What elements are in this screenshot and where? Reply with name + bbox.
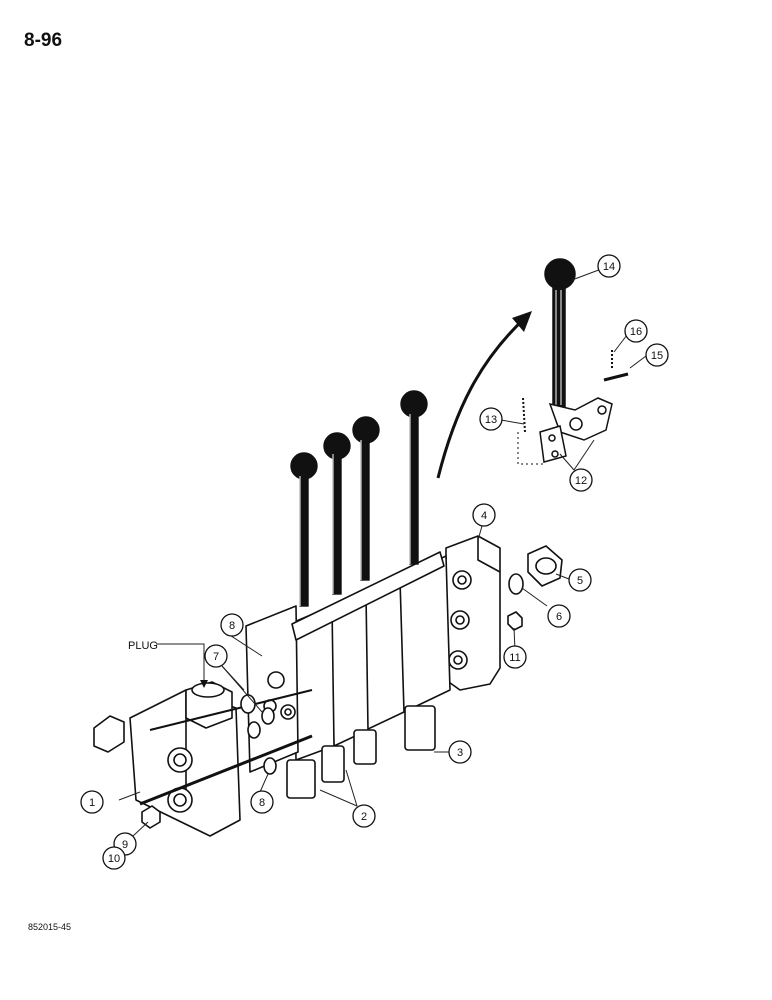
svg-text:3: 3 xyxy=(457,747,463,759)
callout-1: 1 xyxy=(80,790,104,814)
detail-link xyxy=(539,425,567,463)
fitting-o-ring xyxy=(508,573,524,595)
o-ring xyxy=(263,757,277,775)
svg-text:8: 8 xyxy=(229,620,235,632)
plug-label: PLUG xyxy=(128,640,158,652)
svg-text:10: 10 xyxy=(108,853,120,865)
spool-cap-1 xyxy=(286,759,316,799)
lever-1 xyxy=(290,452,318,607)
page-number: 8-96 xyxy=(24,30,63,51)
svg-text:6: 6 xyxy=(556,611,562,623)
callout-7: 7 xyxy=(204,644,228,668)
o-ring xyxy=(240,694,256,714)
lever-detail xyxy=(517,258,629,465)
spool-cap-3 xyxy=(353,729,377,765)
detail-lever-knob xyxy=(544,258,576,290)
callout-13: 13 xyxy=(479,407,503,431)
detail-arrow xyxy=(436,316,527,479)
nut xyxy=(507,611,523,631)
callouts: 1 2 3 4 5 6 7 8 8 9 10 11 12 13 14 xyxy=(80,254,669,870)
spool-cap-large xyxy=(404,705,436,751)
svg-text:12: 12 xyxy=(575,475,587,487)
callout-15: 15 xyxy=(645,343,669,367)
spool-cap-2 xyxy=(321,745,345,783)
callout-12: 12 xyxy=(569,468,593,492)
detail-lever-linkage xyxy=(548,397,613,441)
svg-text:13: 13 xyxy=(485,414,497,426)
callout-16: 16 xyxy=(624,319,648,343)
lever-2 xyxy=(323,432,351,595)
cotter-pin-13 xyxy=(522,397,526,433)
svg-text:8: 8 xyxy=(259,797,265,809)
callout-8a: 8 xyxy=(220,613,244,637)
callout-8b: 8 xyxy=(250,790,274,814)
callout-6: 6 xyxy=(547,604,571,628)
tie-rod xyxy=(139,734,313,806)
detail-lever-shaft xyxy=(552,285,566,411)
callout-10: 10 xyxy=(102,846,126,870)
detail-pin xyxy=(603,372,629,382)
callout-5: 5 xyxy=(568,568,592,592)
figure-code: 852015-45 xyxy=(28,922,72,932)
tie-rod-nut xyxy=(141,805,161,829)
leader-lines xyxy=(118,267,647,837)
relief-valve-knob xyxy=(93,715,125,753)
detail-arrowhead xyxy=(512,311,532,332)
svg-text:1: 1 xyxy=(89,797,95,809)
callout-4: 4 xyxy=(472,503,496,527)
o-ring xyxy=(247,721,261,739)
lever-3 xyxy=(352,416,380,581)
o-ring xyxy=(261,707,275,725)
svg-text:7: 7 xyxy=(213,651,219,663)
callout-14: 14 xyxy=(597,254,621,278)
valve-assembly xyxy=(93,535,563,837)
svg-text:5: 5 xyxy=(577,575,583,587)
svg-text:14: 14 xyxy=(603,261,615,273)
callout-11: 11 xyxy=(503,645,527,669)
callout-3: 3 xyxy=(448,740,472,764)
callout-2: 2 xyxy=(352,804,376,828)
svg-text:2: 2 xyxy=(361,811,367,823)
svg-text:4: 4 xyxy=(481,510,487,522)
svg-text:11: 11 xyxy=(509,652,520,664)
lever-4 xyxy=(400,390,428,565)
lever-bracket-rail xyxy=(291,551,445,641)
svg-text:9: 9 xyxy=(122,839,128,851)
control-levers xyxy=(290,390,428,607)
svg-text:16: 16 xyxy=(630,326,642,338)
inlet-face xyxy=(245,605,299,773)
svg-text:15: 15 xyxy=(651,350,663,362)
